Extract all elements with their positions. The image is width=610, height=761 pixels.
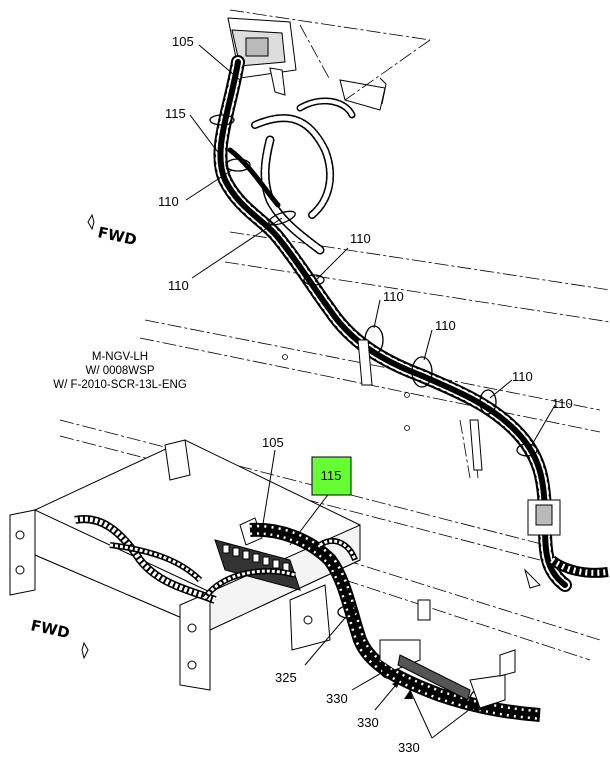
callout-110-f: 110 — [512, 369, 533, 384]
callout-110-e: 110 — [435, 318, 456, 333]
callout-330-b: 330 — [357, 715, 379, 730]
leader-lines — [185, 44, 556, 739]
note-line-3: W/ F-2010-SCR-13L-ENG — [53, 379, 187, 391]
housing-wiring — [74, 515, 296, 604]
callout-325: 325 — [275, 670, 297, 685]
callout-110-d: 110 — [383, 289, 404, 304]
highlight-box[interactable] — [311, 456, 352, 496]
top-connector — [227, 17, 387, 111]
leader-arrowheads — [381, 668, 478, 711]
note-line-1: M-NGV-LH — [92, 351, 148, 363]
crossmember-brackets — [379, 599, 516, 709]
callout-105-top: 105 — [172, 34, 194, 49]
callout-110-c: 110 — [350, 231, 371, 246]
callout-110-b: 110 — [168, 278, 189, 293]
callout-110-g: 110 — [552, 396, 573, 411]
fwd-arrow-bottom-icon — [81, 641, 89, 660]
fwd-arrow-top: FWD — [87, 213, 138, 249]
callout-330-c: 330 — [398, 740, 420, 755]
callout-numbers: 105 115 110 110 110 110 110 110 110 105 … — [158, 34, 573, 755]
harness-exit-right — [548, 555, 609, 578]
callout-110-a: 110 — [158, 194, 179, 209]
fwd-label-top: FWD — [96, 223, 138, 249]
fwd-arrow-top-icon — [87, 213, 95, 231]
callout-115-top: 115 — [165, 106, 186, 121]
callout-330-a: 330 — [326, 691, 348, 706]
highlighted-callout[interactable]: 115 — [311, 456, 352, 496]
callout-105-bottom: 105 — [262, 435, 284, 450]
fwd-arrow-bottom: FWD — [29, 616, 89, 660]
note-line-2: W/ 0008WSP — [85, 365, 154, 377]
note-block: M-NGV-LH W/ 0008WSP W/ F-2010-SCR-13L-EN… — [53, 351, 187, 391]
standoff-brackets — [357, 339, 561, 589]
fwd-label-bottom: FWD — [29, 616, 71, 642]
highlight-label[interactable]: 115 — [321, 468, 342, 483]
